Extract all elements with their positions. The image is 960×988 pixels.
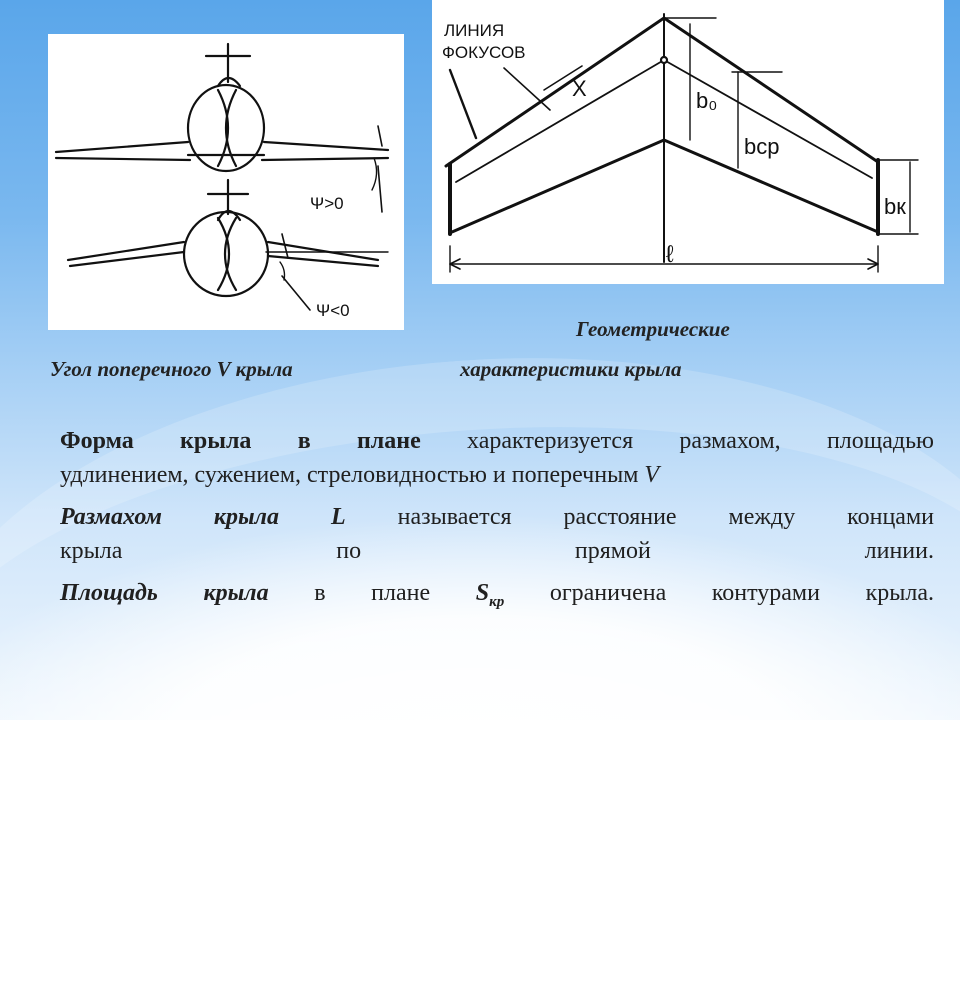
paragraph-text: удлинением, сужением, стреловидностью и …	[60, 462, 645, 488]
focus-line-label-2: ФОКУСОВ	[442, 43, 526, 62]
paragraph-line: удлинением, сужением, стреловидностью и …	[60, 458, 934, 492]
term-wing-span: Размахом крыла L	[60, 504, 346, 530]
aircraft-front-view-top	[54, 42, 390, 213]
dihedral-drawing: Ψ>0 Ψ<0	[54, 42, 390, 320]
aircraft-front-view-bottom	[66, 178, 389, 311]
dihedral-symbol: V	[644, 462, 660, 488]
geometry-caption-line-1: Геометрические	[576, 317, 730, 341]
dihedral-caption: Угол поперечного V крыла	[50, 357, 293, 381]
paragraph-text: характеризуется размахом, площадью	[420, 428, 934, 454]
term-wing-planform: Форма крыла в плане	[60, 428, 421, 454]
geometry-caption-line-2: характеристики крыла	[460, 357, 682, 381]
paragraph-line: Площадь крыла в плане Sкр ограничена кон…	[60, 576, 934, 619]
paragraph-text: в плане	[268, 580, 476, 606]
span-label: ℓ	[666, 241, 674, 268]
focus-line-label-1: ЛИНИЯ	[444, 21, 504, 40]
tip-chord-label: bк	[884, 194, 906, 219]
wing-geometry-figure: ЛИНИЯ ФОКУСОВ X b₀ bср bк ℓ	[432, 0, 944, 284]
area-symbol-letter: S	[475, 580, 490, 606]
dihedral-angle-figure: Ψ>0 Ψ<0	[48, 34, 404, 330]
paragraph-line: крыла по прямой линии.	[60, 538, 934, 564]
paragraph-wing-planform: Форма крыла в плане характеризуется разм…	[60, 424, 934, 492]
paragraph-text: называется расстояние между концами	[345, 504, 934, 530]
paragraph-text: ограничена контурами крыла.	[504, 580, 934, 606]
term-wing-area: Площадь крыла	[60, 580, 269, 606]
positive-dihedral-label: Ψ>0	[310, 194, 344, 213]
focus-x-label: X	[572, 76, 587, 101]
paragraph-line: Форма крыла в плане характеризуется разм…	[60, 424, 934, 458]
paragraph-line: Размахом крыла L называется расстояние м…	[60, 500, 934, 534]
wing-planform-drawing: ЛИНИЯ ФОКУСОВ X b₀ bср bк ℓ	[442, 13, 919, 273]
root-chord-label: b₀	[696, 88, 717, 113]
negative-dihedral-label: Ψ<0	[316, 301, 350, 320]
paragraph-wing-area: Площадь крыла в плане Sкр ограничена кон…	[60, 576, 934, 619]
mean-chord-label: bср	[744, 134, 779, 159]
area-symbol: Sкр	[475, 580, 504, 610]
paragraph-wing-span: Размахом крыла L называется расстояние м…	[60, 500, 934, 568]
area-symbol-subscript: кр	[489, 593, 505, 610]
